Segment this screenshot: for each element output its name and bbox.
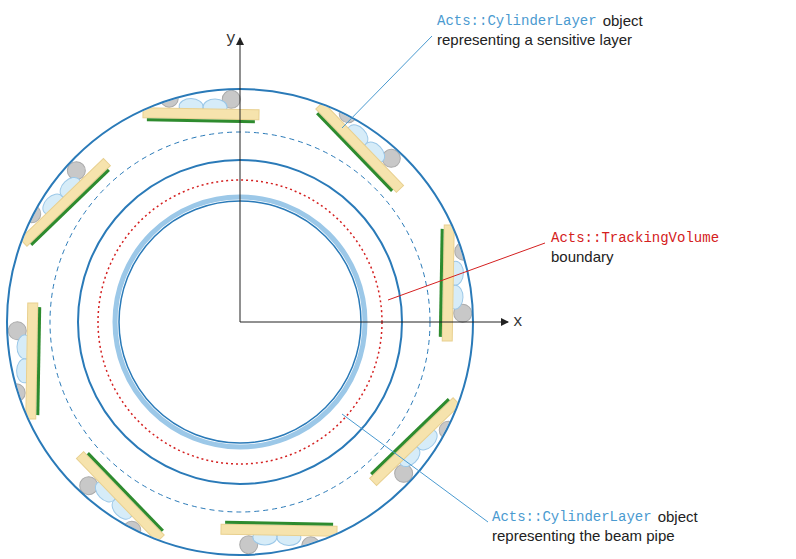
- module-cable: [431, 426, 468, 462]
- leader-line: [342, 36, 432, 128]
- module-connector: [131, 543, 148, 559]
- module-sensor: [31, 170, 109, 245]
- module-connector: [324, 550, 338, 559]
- module-sensor: [147, 120, 255, 122]
- callout-text: boundary: [551, 248, 614, 266]
- module-support: [442, 225, 454, 341]
- module-body: [2, 141, 112, 249]
- callout-text: representing the beam pipe: [492, 527, 675, 545]
- module-sensor: [317, 113, 392, 191]
- module: [0, 296, 62, 428]
- module-support: [143, 108, 259, 120]
- module-connector: [2, 406, 12, 420]
- module-support: [76, 452, 164, 542]
- module-cable: [3, 361, 9, 407]
- callout-text: object: [658, 508, 698, 526]
- module-connector: [141, 84, 155, 94]
- module: [214, 500, 346, 559]
- module: [134, 62, 266, 144]
- callout-class: Acts::TrackingVolume: [551, 229, 719, 247]
- axis-label: x: [513, 313, 523, 331]
- module-connector: [332, 84, 349, 101]
- leader-line: [342, 414, 488, 522]
- module: [418, 216, 500, 348]
- module-cable: [279, 553, 325, 559]
- module-sensor: [371, 399, 449, 474]
- callout-class: Acts::CylinderLayer: [492, 508, 652, 526]
- module-connector: [2, 213, 19, 230]
- module-support: [26, 303, 38, 419]
- module-body: [313, 84, 421, 194]
- module-sensor: [38, 307, 40, 415]
- module-cable: [471, 237, 477, 283]
- module-cable: [344, 95, 380, 132]
- module-sensor: [88, 453, 163, 531]
- callout-text: object: [603, 12, 643, 30]
- module-connector: [461, 414, 478, 431]
- y-axis: [240, 38, 241, 322]
- module-support: [221, 524, 337, 536]
- module-cable: [100, 513, 136, 550]
- module-support: [370, 398, 460, 486]
- callout-class: Acts::CylinderLayer: [437, 12, 597, 30]
- x-axis: [240, 322, 508, 323]
- module-cable: [155, 85, 201, 91]
- module-sensor: [440, 229, 442, 337]
- module-body: [59, 450, 167, 559]
- sensitive-modules: [0, 62, 500, 559]
- callout-text: representing a sensitive layer: [437, 31, 632, 49]
- module-sensor: [225, 522, 333, 524]
- axis-label: y: [226, 30, 236, 48]
- module-support: [316, 102, 404, 192]
- module-cable: [13, 182, 50, 218]
- module-support: [20, 158, 110, 246]
- leader-line: [388, 243, 545, 300]
- module-body: [368, 395, 478, 503]
- module-connector: [468, 223, 478, 237]
